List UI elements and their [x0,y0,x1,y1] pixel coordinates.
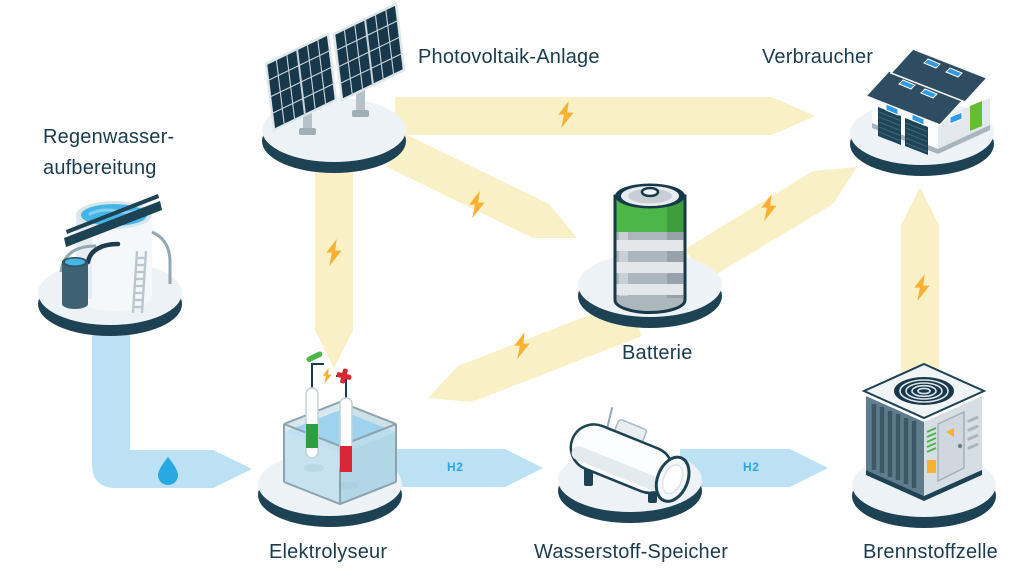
h2-flow-label: H2 [447,460,464,474]
arrow-batterie-to-verbraucher [685,167,857,281]
label-batterie: Batterie [622,342,693,364]
arrow-regenwasser-to-elektrolyseur [92,300,252,488]
nodes-layer [38,2,996,528]
arrow-elektrolyseur-to-speicher [390,449,543,487]
solar-panel-icon [262,2,406,173]
label-verbraucher: Verbraucher [762,46,874,68]
hydrogen-tank-icon [558,407,702,523]
arrow-pv-to-batterie [387,133,577,238]
rainwater-treatment-icon [38,194,182,336]
battery-icon [578,183,722,328]
fuel-cell-icon [852,362,996,528]
label-elektrolyseur: Elektrolyseur [269,541,388,563]
arrow-pv-to-verbraucher [395,97,815,135]
label-photovoltaik: Photovoltaik-Anlage [418,46,600,68]
h2-flow-label: H2 [743,460,760,474]
spark-icon [322,367,332,384]
arrow-speicher-to-brennstoffzelle [680,449,828,487]
label-brennstoffzelle: Brennstoffzelle [863,541,998,563]
electrolyzer-icon [258,351,402,527]
consumer-building-icon [850,48,994,176]
label-wasserstoff-speicher: Wasserstoff-Speicher [534,541,729,563]
label-regenwasser-line2: aufbereitung [43,157,157,179]
water-drop-icon [158,457,178,485]
label-regenwasser-line1: Regenwasser- [43,126,175,148]
label-regenwasseraufbereitung: Regenwasser- aufbereitung [43,122,174,184]
flows-layer [92,97,939,488]
arrow-batterie-to-elektrolyseur [428,300,642,402]
